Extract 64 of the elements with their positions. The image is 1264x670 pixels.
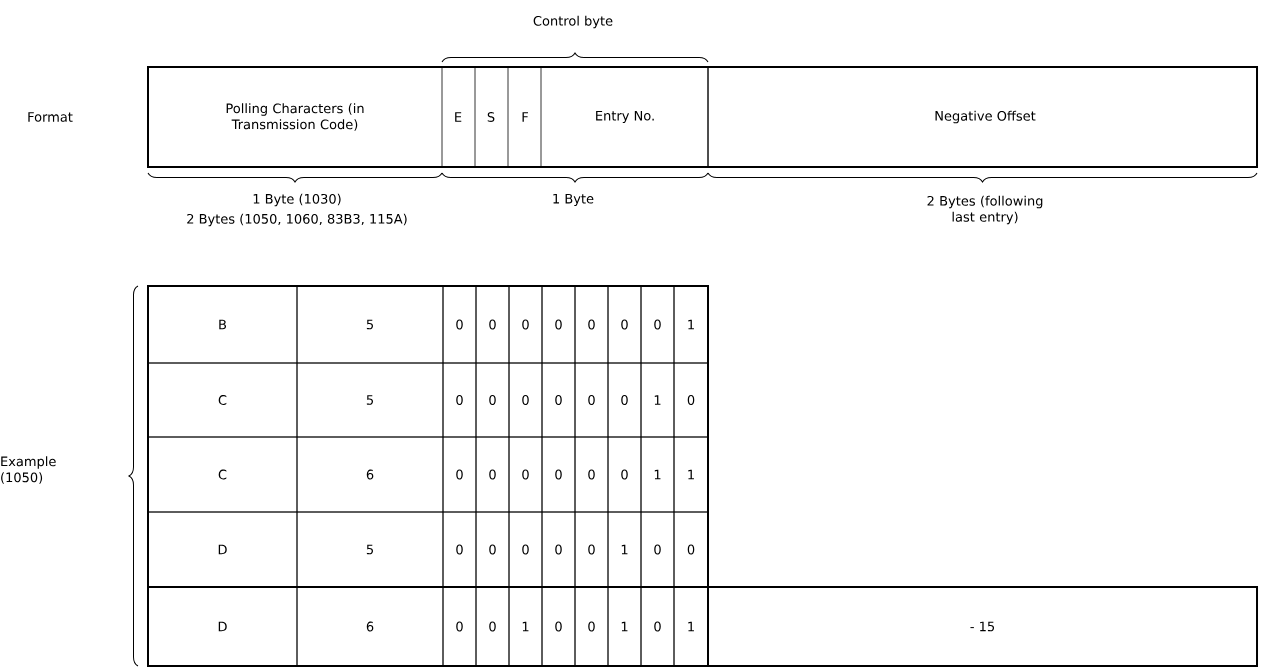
table-cell: 0 xyxy=(475,436,510,513)
row-label: Format xyxy=(28,112,73,122)
size-label: 1 Byte (1030) xyxy=(253,193,341,207)
size-label: 2 Bytes (following last entry) xyxy=(927,195,1043,225)
table-cell: - 15 xyxy=(707,586,1258,667)
table-cell: D xyxy=(147,586,298,667)
table-cell: 0 xyxy=(541,511,576,588)
table-cell: 6 xyxy=(296,586,444,667)
bit-label: E xyxy=(455,112,462,122)
table-cell: 0 xyxy=(442,285,477,364)
row-label: Example (1050) xyxy=(1,456,56,484)
label: B xyxy=(219,319,227,330)
table-cell: 0 xyxy=(673,362,709,438)
table-cell: 1 xyxy=(640,362,675,438)
table-cell: 0 xyxy=(508,436,543,513)
table-cell: 0 xyxy=(574,511,609,588)
table-cell: 1 xyxy=(508,586,543,667)
table-cell: 0 xyxy=(640,285,675,364)
table-cell: 0 xyxy=(541,362,576,438)
field-label: Negative Offset xyxy=(935,110,1036,124)
table-cell: 1 xyxy=(607,586,642,667)
field-label: Entry No. xyxy=(596,110,654,124)
table-cell: 0 xyxy=(508,285,543,364)
table-cell: 5 xyxy=(296,362,444,438)
bit-label: F xyxy=(522,112,528,122)
table-cell: D xyxy=(147,511,298,588)
table-cell: 0 xyxy=(574,362,609,438)
table-cell: 0 xyxy=(475,511,510,588)
size-label: 1 Byte xyxy=(553,193,594,207)
table-cell: 0 xyxy=(574,285,609,364)
table-cell: 6 xyxy=(296,436,444,513)
table-cell: C xyxy=(147,436,298,513)
bit-label: S xyxy=(487,112,495,122)
table-cell: 0 xyxy=(640,586,675,667)
table-cell: 5 xyxy=(296,285,444,364)
table-cell: 0 xyxy=(574,436,609,513)
table-cell: 0 xyxy=(607,362,642,438)
table-cell: 0 xyxy=(574,586,609,667)
table-cell: 0 xyxy=(508,511,543,588)
table-cell: 0 xyxy=(442,586,477,667)
table-cell: 0 xyxy=(541,436,576,513)
table-cell: 0 xyxy=(541,586,576,667)
size-label: 2 Bytes (1050, 1060, 83B3, 115A) xyxy=(187,213,407,227)
table-cell: 0 xyxy=(607,285,642,364)
table-cell: 0 xyxy=(673,511,709,588)
table-cell: 0 xyxy=(607,436,642,513)
table-cell: 0 xyxy=(442,436,477,513)
table-cell: 0 xyxy=(640,511,675,588)
heading: Control byte xyxy=(533,15,613,29)
table-cell: 0 xyxy=(442,511,477,588)
table-cell: 1 xyxy=(640,436,675,513)
table-cell: 5 xyxy=(296,511,444,588)
table-cell: 1 xyxy=(673,586,709,667)
table-cell: 1 xyxy=(607,511,642,588)
table-cell: 0 xyxy=(508,362,543,438)
table-cell: 0 xyxy=(442,362,477,438)
field-label: Polling Characters (in Transmission Code) xyxy=(226,103,364,131)
table-cell: 0 xyxy=(475,586,510,667)
table-cell: 0 xyxy=(475,362,510,438)
table-cell: 0 xyxy=(475,285,510,364)
table-cell: 0 xyxy=(541,285,576,364)
table-cell: C xyxy=(147,362,298,438)
table-cell: 1 xyxy=(673,285,709,364)
table-cell: 1 xyxy=(673,436,709,513)
